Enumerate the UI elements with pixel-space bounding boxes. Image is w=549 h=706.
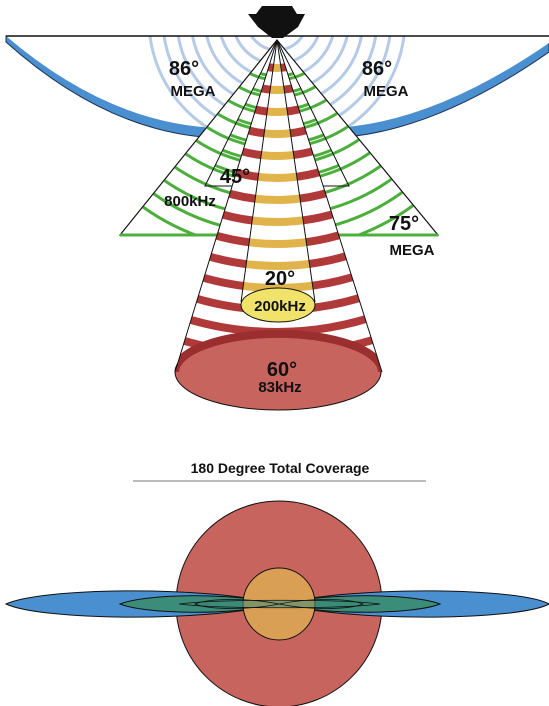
- mega-right-angle: 86°: [362, 58, 392, 80]
- khz200-band: [241, 40, 315, 270]
- mega-75-label: MEGA: [390, 242, 435, 259]
- khz200-cone: [241, 40, 315, 302]
- khz200-angle: 20°: [265, 268, 295, 290]
- coverage-title: 180 Degree Total Coverage: [191, 460, 370, 476]
- khz200-label: 200kHz: [254, 298, 306, 315]
- boat-hull-icon: [248, 6, 305, 38]
- khz83-label: 83kHz: [258, 379, 301, 396]
- khz800-angle: 45°: [220, 166, 250, 188]
- khz200-band: [241, 40, 315, 248]
- khz200-band: [241, 40, 315, 138]
- mega-left-label: MEGA: [171, 83, 216, 100]
- khz200-band: [241, 40, 315, 160]
- khz200-band: [241, 40, 315, 204]
- mega-left-angle: 86°: [169, 58, 199, 80]
- khz83-cone-outline: [174, 39, 383, 373]
- coverage-inner-left-ring: [193, 599, 280, 609]
- coverage-footprint-diagram: [4, 500, 549, 706]
- khz800-label: 800kHz: [164, 193, 216, 210]
- khz83-footprint-band: [175, 329, 382, 372]
- coverage-inner-right-ring: [278, 599, 365, 609]
- mega-right-label: MEGA: [364, 83, 409, 100]
- khz200-band: [241, 40, 315, 72]
- khz200-footprint: [240, 287, 316, 323]
- khz200-beam: [240, 39, 316, 323]
- khz200-band: [241, 40, 315, 116]
- mega-75-angle: 75°: [389, 213, 419, 235]
- khz200-cone-outline: [240, 39, 316, 303]
- khz200-band: [241, 40, 315, 94]
- khz83-angle: 60°: [267, 359, 297, 381]
- khz200-band: [241, 40, 315, 226]
- khz200-band: [241, 40, 315, 182]
